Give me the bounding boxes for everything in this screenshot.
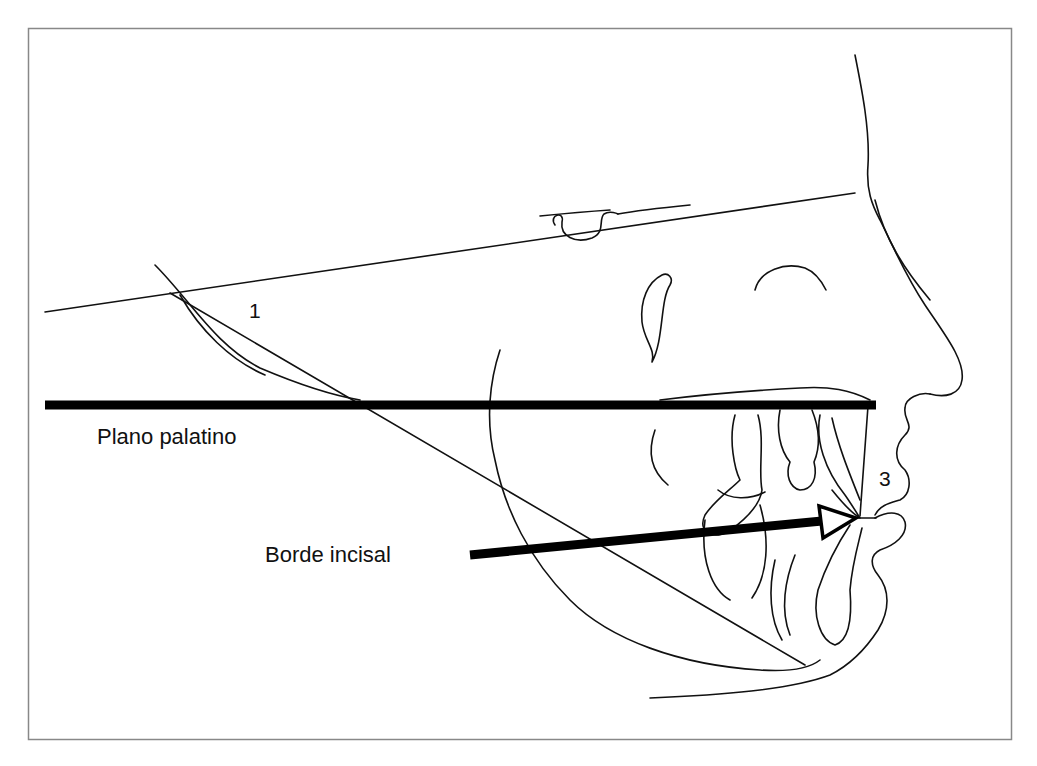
lower-canine [771, 555, 795, 640]
mandibular-plane [170, 293, 805, 665]
cranial-base [540, 205, 690, 216]
callout-number: 3 [879, 468, 891, 489]
structure-label: Borde incisal [265, 544, 391, 566]
occlusal-contact [718, 490, 765, 498]
pterygomaxillary-fissure [642, 274, 672, 362]
skull-base-contour [180, 295, 265, 375]
upper-lip-profile [875, 394, 930, 515]
incisal-arrow-head [819, 506, 856, 538]
nasal-bone [875, 200, 930, 300]
plane-label: Plano palatino [97, 426, 236, 448]
molar-tooth [703, 415, 762, 535]
incisal-arrow-shaft [470, 521, 822, 555]
upper-incisor-inner [832, 418, 860, 500]
premolar-tooth [778, 410, 818, 490]
forehead-nose-profile [855, 55, 962, 396]
sella-turcica [553, 212, 618, 240]
frame-border [29, 29, 1012, 740]
palatal-plane [45, 401, 876, 410]
palate-contour [660, 388, 870, 401]
upper-incisor [819, 415, 860, 518]
callout-number: 1 [249, 300, 261, 321]
sella-nasion-line [45, 193, 855, 312]
lower-incisor [816, 525, 862, 645]
soft-palate [651, 430, 668, 485]
occipital-contour [155, 265, 360, 400]
lower-molar-root [704, 505, 766, 600]
orbit-contour [755, 266, 826, 290]
incisor-height-line [860, 406, 868, 516]
mandible-ramus [490, 350, 820, 671]
